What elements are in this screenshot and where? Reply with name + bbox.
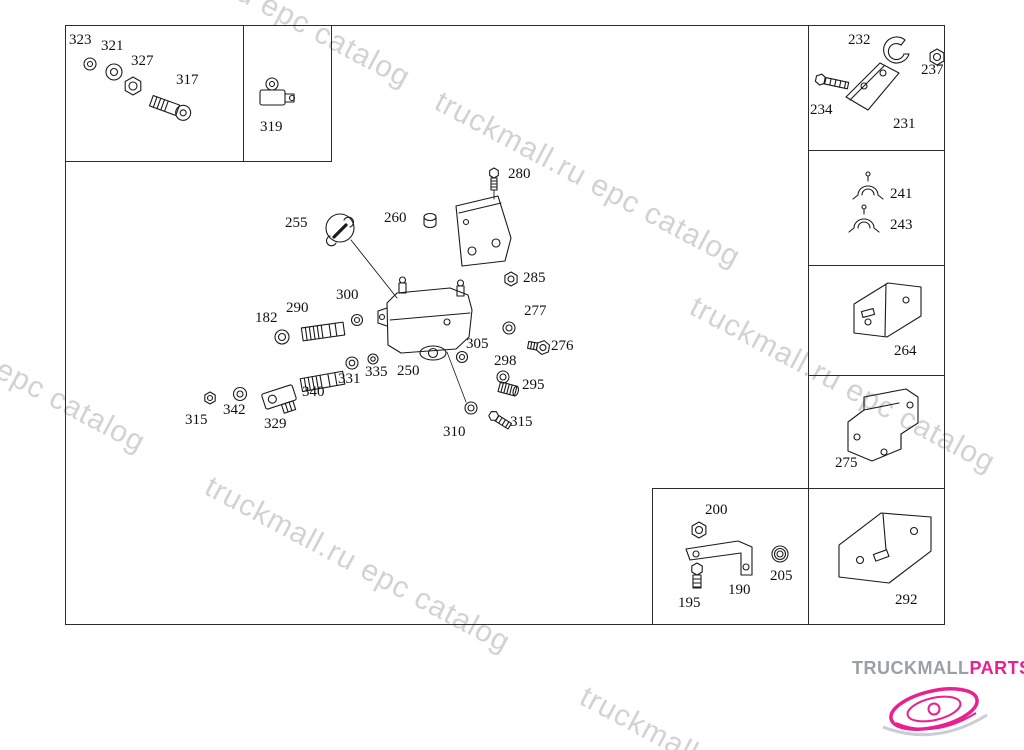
diagram-outer-frame — [65, 25, 945, 625]
part-label-195: 195 — [678, 595, 701, 611]
part-label-305: 305 — [466, 336, 489, 352]
washer-321-drawing — [105, 63, 123, 81]
part-label-275: 275 — [835, 455, 858, 471]
fitting-317-drawing — [148, 94, 192, 121]
inset-divider — [243, 25, 244, 161]
part-label-300: 300 — [336, 287, 359, 303]
nut-315-left-drawing — [204, 391, 216, 405]
washer-205-drawing — [771, 545, 789, 563]
ring-300-drawing — [350, 313, 364, 327]
elbow-319-drawing — [259, 77, 296, 106]
part-label-205: 205 — [770, 568, 793, 584]
plug-295-drawing — [497, 381, 520, 397]
part-label-234: 234 — [810, 102, 833, 118]
part-label-319: 319 — [260, 119, 283, 135]
part-label-323: 323 — [69, 32, 92, 48]
part-label-342: 342 — [223, 402, 246, 418]
nut-327-drawing — [124, 76, 142, 96]
bolt-234-drawing — [814, 73, 850, 90]
part-label-327: 327 — [131, 53, 154, 69]
valve-body-drawing — [377, 276, 473, 403]
part-label-285: 285 — [523, 270, 546, 286]
ring-342-drawing — [232, 386, 248, 402]
bolt-280-drawing — [489, 167, 499, 200]
part-label-243: 243 — [890, 217, 913, 233]
part-label-250: 250 — [397, 363, 420, 379]
nut-237-drawing — [929, 48, 945, 66]
brand-name-parts: PARTS — [969, 658, 1024, 678]
nut-200-drawing — [691, 521, 707, 539]
bracket-264-drawing — [853, 282, 922, 338]
clamp-243-drawing — [848, 204, 880, 233]
grommet-260-drawing — [423, 212, 437, 229]
inset-right-border — [331, 25, 332, 161]
part-label-241: 241 — [890, 186, 913, 202]
bracket-190-drawing — [685, 540, 753, 576]
part-label-331: 331 — [338, 371, 361, 387]
plug-276-drawing — [527, 340, 551, 355]
nut-285-drawing — [504, 271, 518, 287]
part-label-264: 264 — [894, 343, 917, 359]
bracket-292-drawing — [838, 512, 932, 584]
bracket-280-mount-drawing — [455, 195, 512, 267]
part-label-335: 335 — [365, 364, 388, 380]
brand-logo: TRUCKMALLPARTS — [852, 658, 1024, 746]
bracket-231-drawing — [845, 62, 900, 111]
ring-305-drawing — [455, 350, 469, 364]
clamp-241-drawing — [852, 171, 884, 200]
part-label-340: 340 — [302, 384, 325, 400]
part-label-329: 329 — [264, 416, 287, 432]
part-label-310: 310 — [443, 424, 466, 440]
inset-bottom-border — [65, 161, 332, 162]
wheel-swoosh-icon — [852, 681, 1020, 746]
part-label-276: 276 — [551, 338, 574, 354]
part-label-231: 231 — [893, 116, 916, 132]
bolt-315-right-drawing — [488, 410, 512, 430]
part-label-232: 232 — [848, 32, 871, 48]
right-column-divider-2 — [808, 265, 945, 266]
part-label-237: 237 — [921, 62, 944, 78]
part-label-315-left: 315 — [185, 412, 208, 428]
part-label-260: 260 — [384, 210, 407, 226]
part-label-292: 292 — [895, 592, 918, 608]
bottom-inset-top-border — [652, 488, 945, 489]
part-label-315-right: 315 — [510, 414, 533, 430]
part-label-317: 317 — [176, 72, 199, 88]
right-column-divider-1 — [808, 150, 945, 151]
elbow-329-drawing — [261, 384, 297, 414]
part-label-321: 321 — [101, 38, 124, 54]
clamp-232-drawing — [883, 36, 910, 64]
part-label-255: 255 — [285, 215, 308, 231]
part-label-190: 190 — [728, 582, 751, 598]
wrench-255-drawing — [325, 213, 398, 299]
bolt-195-drawing — [691, 562, 703, 589]
ring-335-drawing — [367, 353, 379, 365]
part-label-200: 200 — [705, 502, 728, 518]
fitting-290-drawing — [300, 321, 346, 342]
brand-name-truckmall: TRUCKMALL — [852, 658, 970, 678]
right-column-divider-3 — [808, 375, 945, 376]
ring-310-drawing — [464, 401, 478, 415]
part-label-182: 182 — [255, 310, 278, 326]
bracket-275-drawing — [847, 388, 919, 462]
part-label-295: 295 — [522, 377, 545, 393]
ring-331-drawing — [345, 356, 359, 370]
ring-277-drawing — [502, 321, 516, 335]
right-column-border — [808, 25, 809, 625]
part-label-298: 298 — [494, 353, 517, 369]
fitting-340-drawing — [299, 370, 346, 393]
ring-182-drawing — [274, 329, 290, 345]
washer-323-drawing — [83, 57, 97, 71]
ring-298-drawing — [496, 370, 510, 384]
brand-logo-text: TRUCKMALLPARTS — [852, 658, 1024, 679]
bottom-inset-left-border — [652, 488, 653, 625]
part-label-280: 280 — [508, 166, 531, 182]
part-label-277: 277 — [524, 303, 547, 319]
part-label-290: 290 — [286, 300, 309, 316]
